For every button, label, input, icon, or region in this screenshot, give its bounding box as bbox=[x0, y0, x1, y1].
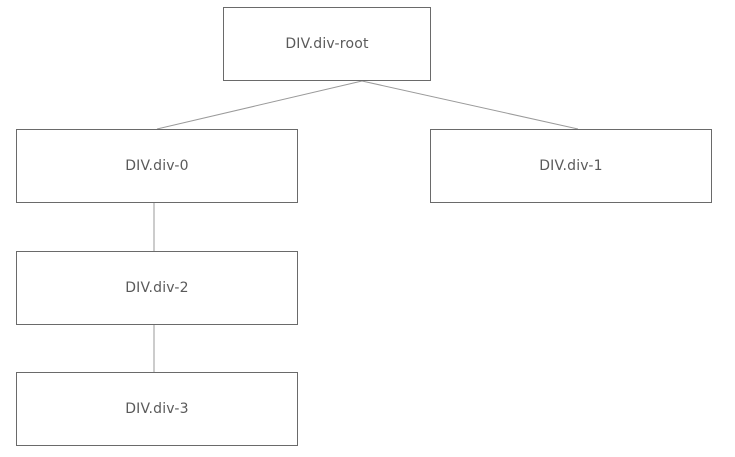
node-div-1: DIV.div-1 bbox=[430, 129, 712, 203]
node-label-div-2: DIV.div-2 bbox=[125, 280, 189, 296]
node-div-3: DIV.div-3 bbox=[16, 372, 298, 446]
node-div-0: DIV.div-0 bbox=[16, 129, 298, 203]
node-div-2: DIV.div-2 bbox=[16, 251, 298, 325]
edge-root-to-div-0 bbox=[156, 80, 363, 130]
edge-root-to-div-1 bbox=[361, 80, 579, 130]
node-label-div-root: DIV.div-root bbox=[285, 36, 369, 52]
node-label-div-0: DIV.div-0 bbox=[125, 158, 189, 174]
node-label-div-3: DIV.div-3 bbox=[125, 401, 189, 417]
node-div-root: DIV.div-root bbox=[223, 7, 431, 81]
node-label-div-1: DIV.div-1 bbox=[539, 158, 603, 174]
